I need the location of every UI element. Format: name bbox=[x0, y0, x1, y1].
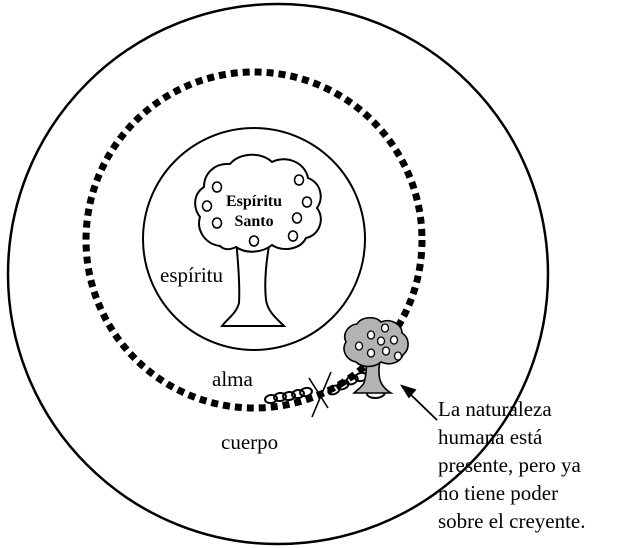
soul-label: alma bbox=[212, 367, 253, 391]
note-line-1: La naturaleza bbox=[438, 397, 552, 421]
note-line-3: presente, pero ya bbox=[438, 453, 582, 477]
note-line-5: sobre el creyente. bbox=[438, 509, 586, 533]
soul-circle bbox=[82, 68, 426, 412]
small-tree-crown bbox=[343, 316, 409, 368]
holy-spirit-label-line2: Santo bbox=[234, 213, 273, 230]
pointer-arrow bbox=[399, 384, 438, 421]
holy-spirit-tree: Espíritu Santo bbox=[194, 153, 322, 327]
note-line-2: humana está bbox=[438, 425, 543, 449]
body-circle bbox=[6, 2, 550, 546]
holy-spirit-label-line1: Espíritu bbox=[226, 193, 282, 210]
spirit-circle bbox=[142, 127, 366, 351]
tree-fruits bbox=[201, 174, 313, 247]
broken-chain-mark bbox=[308, 371, 332, 418]
human-nature-tree bbox=[343, 316, 409, 394]
note-line-4: no tiene poder bbox=[438, 481, 558, 505]
small-tree-fruits bbox=[354, 323, 403, 361]
note: La naturaleza humana está presente, pero… bbox=[438, 397, 586, 533]
small-tree-trunk bbox=[352, 355, 394, 394]
tree-crown bbox=[194, 153, 322, 253]
body-label: cuerpo bbox=[221, 430, 278, 454]
spirit-label: espíritu bbox=[160, 263, 223, 287]
tree-trunk bbox=[219, 237, 287, 327]
